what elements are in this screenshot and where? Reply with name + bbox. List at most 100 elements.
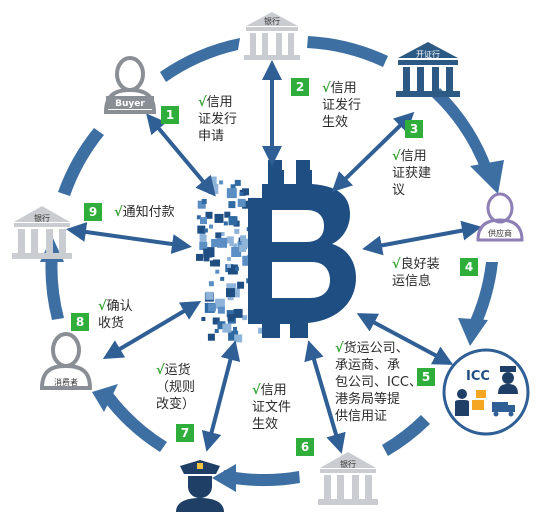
ring-arrowhead-bottom bbox=[212, 464, 236, 492]
person-icon bbox=[39, 332, 93, 390]
pixel-square bbox=[203, 255, 210, 262]
buyer-node: Buyer bbox=[103, 56, 157, 114]
step-badge-4: 4 bbox=[460, 258, 478, 276]
bitcoin-b-letter bbox=[248, 170, 356, 338]
pixel-square bbox=[229, 242, 234, 247]
pixel-square bbox=[203, 228, 208, 233]
pixel-square bbox=[258, 327, 265, 334]
step-label-6: √信用 证文件 生效 bbox=[252, 383, 292, 432]
check-icon: √ bbox=[322, 81, 331, 96]
step-label-3: √信用 证获建 议 bbox=[392, 149, 432, 198]
bitcoin-top-bar-a bbox=[268, 160, 282, 174]
pixel-square bbox=[227, 294, 234, 301]
step-badge-9: 9 bbox=[84, 203, 102, 221]
pixel-square bbox=[213, 259, 220, 267]
pixel-square bbox=[223, 221, 228, 226]
pixel-square bbox=[217, 306, 225, 314]
arrow-left-bank-center bbox=[66, 222, 192, 254]
pixel-square bbox=[235, 266, 239, 271]
arrow-issuing-bank-center bbox=[331, 111, 415, 193]
pixel-square bbox=[242, 255, 253, 266]
pixel-square bbox=[205, 211, 213, 219]
consumer-label: 消费者 bbox=[54, 377, 78, 387]
arrow-police-center bbox=[201, 340, 241, 452]
ring-segment-right bbox=[467, 262, 498, 332]
ring-segment-top bbox=[307, 36, 388, 67]
pixel-square bbox=[220, 232, 225, 236]
step-label-7: √运货 （规则 改变） bbox=[156, 363, 196, 412]
pixel-square bbox=[207, 176, 217, 186]
officer-node bbox=[176, 460, 224, 512]
ring-arrowhead-top-right bbox=[470, 160, 504, 194]
bank-icon bbox=[396, 42, 460, 97]
bank-icon bbox=[318, 452, 378, 505]
pixel-square bbox=[234, 228, 240, 234]
step-badge-5: 5 bbox=[417, 368, 435, 386]
step-badge-6: 6 bbox=[296, 438, 314, 456]
check-icon: √ bbox=[114, 205, 123, 220]
buyer-tag bbox=[106, 96, 154, 109]
pixel-square bbox=[228, 330, 239, 341]
pixel-square bbox=[226, 288, 235, 298]
pixel-square bbox=[237, 198, 246, 207]
officer-badge-icon bbox=[197, 463, 203, 469]
step-label-5: √货运公司、 承运商、承 包公司、ICC、 港务局等提 供信用证 bbox=[335, 341, 422, 424]
issuing-bank-label: 开证行 bbox=[416, 49, 440, 59]
pixel-square bbox=[234, 334, 243, 343]
pixel-square bbox=[222, 323, 232, 333]
supplier-label: 供应商 bbox=[488, 228, 512, 238]
pixel-square bbox=[231, 247, 242, 257]
consumer-node: 消费者 bbox=[39, 332, 93, 390]
pixel-square bbox=[226, 236, 234, 244]
bank-left-label: 银行 bbox=[34, 213, 50, 223]
arrow-bank-bottom-center bbox=[304, 340, 346, 454]
pixel-square bbox=[224, 211, 231, 218]
pixel-square bbox=[212, 317, 220, 325]
pixel-square bbox=[230, 184, 236, 190]
bank-left-node: 银行 bbox=[12, 206, 72, 259]
check-icon: √ bbox=[252, 383, 261, 398]
arrow-icc-center bbox=[356, 313, 454, 365]
pixel-square bbox=[196, 253, 203, 261]
ring-segment-top-right bbox=[432, 88, 492, 173]
bank-top-node: 银行 bbox=[244, 12, 300, 60]
pixel-square bbox=[240, 235, 247, 242]
pixel-square bbox=[239, 191, 244, 196]
pixel-square bbox=[242, 200, 251, 209]
ring-arrowhead-right bbox=[458, 318, 488, 346]
bitcoin-top-bar-b bbox=[296, 160, 310, 174]
bank-icon bbox=[244, 12, 300, 60]
ring-segment-bottom-left bbox=[100, 389, 167, 452]
arrow-supplier-center bbox=[362, 220, 482, 256]
pixel-square bbox=[233, 243, 237, 248]
step-badge-1: 1 bbox=[161, 106, 179, 124]
pixel-square bbox=[226, 188, 237, 199]
step-label-9: √通知付款 bbox=[114, 205, 175, 220]
pixel-square bbox=[201, 199, 207, 204]
pixel-square bbox=[199, 235, 207, 242]
pixel-square bbox=[214, 298, 225, 309]
pixel-square bbox=[207, 303, 216, 312]
check-icon: √ bbox=[392, 257, 401, 272]
step-badge-7: 7 bbox=[176, 424, 194, 442]
step-badge-8: 8 bbox=[71, 313, 89, 331]
pixel-square bbox=[197, 200, 206, 209]
check-icon: √ bbox=[335, 341, 344, 356]
pixel-square bbox=[239, 245, 247, 252]
pixel-square bbox=[199, 242, 208, 250]
worker-icon bbox=[455, 389, 469, 416]
check-icon: √ bbox=[98, 299, 107, 314]
check-icon: √ bbox=[156, 363, 165, 378]
step-badge-3: 3 bbox=[405, 120, 423, 138]
pixel-square bbox=[196, 215, 201, 220]
pixel-square bbox=[207, 333, 215, 341]
pixel-square bbox=[242, 315, 248, 321]
bitcoin-emblem bbox=[196, 160, 356, 343]
pixel-square bbox=[227, 263, 231, 268]
step-label-2: √信用 证发行 生效 bbox=[322, 81, 362, 130]
pixel-square bbox=[217, 237, 228, 248]
truck-icon bbox=[492, 402, 515, 417]
pixel-square bbox=[217, 321, 226, 330]
arrow-consumer-center bbox=[102, 300, 202, 360]
